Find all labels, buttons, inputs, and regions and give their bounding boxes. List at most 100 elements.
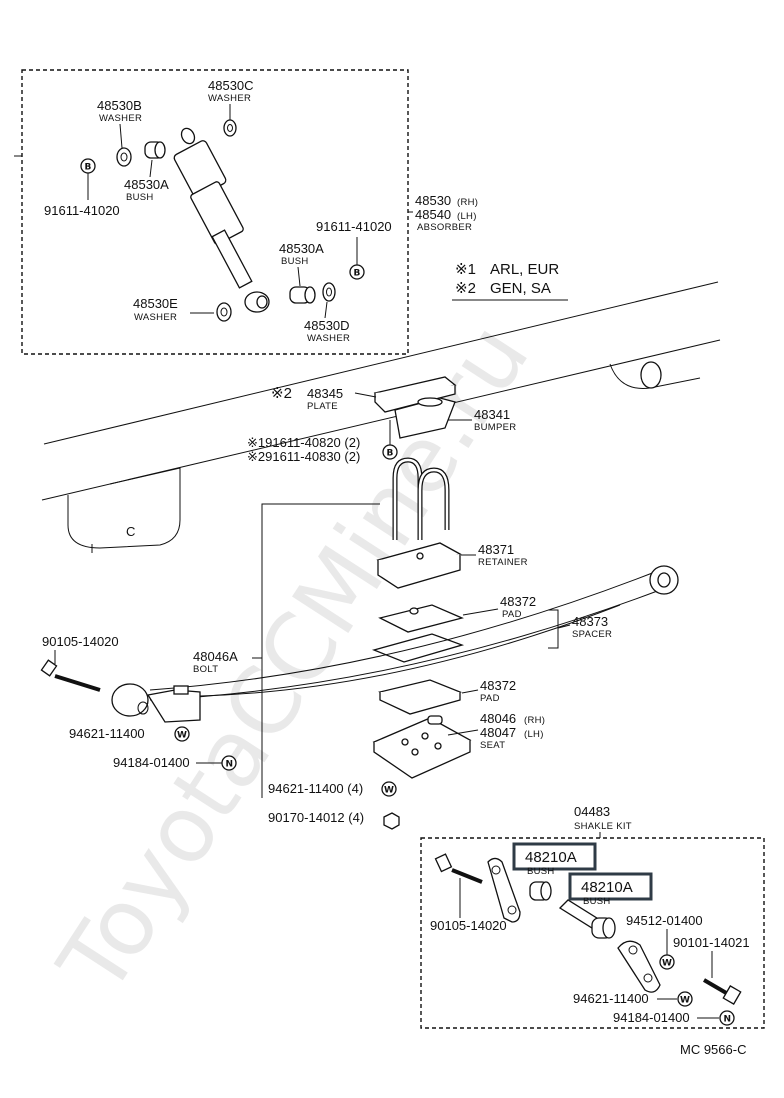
bush-48530a-bottom-shape <box>289 286 316 304</box>
svg-text:W: W <box>177 731 187 741</box>
label-90170-14012-4: 90170-14012 (4) <box>268 810 364 825</box>
shackle-bolt-90101-shape[interactable] <box>702 978 742 1005</box>
label-48540: 48540 <box>415 207 451 222</box>
label-bush-top: BUSH <box>126 192 154 203</box>
label-94184-01400-left: 94184-01400 <box>113 755 190 770</box>
label-94621-11400-kit: 94621-11400 <box>573 991 649 1006</box>
u-bolts[interactable] <box>392 457 450 540</box>
shackle-bush-2[interactable] <box>591 917 616 939</box>
svg-text:N: N <box>226 760 234 770</box>
label-48372-upper: 48372 <box>500 594 536 609</box>
label-48530a-top: 48530A <box>124 177 169 192</box>
spring-eye-front <box>111 683 201 723</box>
nut-symbol-left: N <box>221 755 237 771</box>
svg-text:W: W <box>680 996 690 1006</box>
legend-text-1: ARL, EUR <box>490 261 559 278</box>
label-48372-lower: 48372 <box>480 678 516 693</box>
washer-symbol-left: W <box>174 726 190 742</box>
bumper-48341-shape[interactable] <box>394 397 456 439</box>
nut-symbol-kit: N <box>719 1010 735 1026</box>
label-bolt: BOLT <box>193 664 218 675</box>
svg-text:(LH): (LH) <box>524 729 544 740</box>
legend-text-2: GEN, SA <box>490 280 551 297</box>
washer-symbol-4: W <box>381 781 397 797</box>
bolt-note-2: ※291611-40830 (2) <box>247 449 360 464</box>
washer-symbol-94621-kit: W <box>677 991 693 1007</box>
label-48530a-bottom: 48530A <box>279 241 324 256</box>
label-washer-d: WASHER <box>307 333 350 344</box>
svg-text:W: W <box>384 786 394 796</box>
svg-text:(RH): (RH) <box>524 715 545 726</box>
label-48530: 48530 <box>415 193 451 208</box>
label-pad-upper: PAD <box>502 609 522 620</box>
label-48210a-1: 48210A <box>525 849 577 866</box>
label-seat: SEAT <box>480 740 505 751</box>
nut-icon <box>383 812 400 830</box>
shackle-plate-right[interactable] <box>617 940 661 993</box>
label-48530b: 48530B <box>97 98 142 113</box>
front-bolt-shape[interactable] <box>40 659 101 692</box>
svg-text:N: N <box>724 1015 732 1025</box>
label-48530c: 48530C <box>208 78 254 93</box>
washer-48530c-shape <box>223 119 237 137</box>
svg-text:(RH): (RH) <box>457 197 478 208</box>
svg-text:B: B <box>85 163 92 173</box>
label-absorber: ABSORBER <box>417 222 472 233</box>
washer-symbol-94512: W <box>659 954 675 970</box>
svg-text:W: W <box>662 959 672 969</box>
label-retainer: RETAINER <box>478 557 528 568</box>
label-48345: 48345 <box>307 386 343 401</box>
washer-48530b-shape <box>116 147 132 167</box>
bush-callout-box-1 <box>512 842 597 871</box>
spacer-48373-shape[interactable] <box>371 633 465 663</box>
seat-shape[interactable] <box>372 715 472 779</box>
svg-text:(LH): (LH) <box>457 211 477 222</box>
label-bumper: BUMPER <box>474 422 516 433</box>
label-04483: 04483 <box>574 804 610 819</box>
label-91611-41020-left: 91611-41020 <box>44 203 120 218</box>
retainer-48371-shape[interactable] <box>376 542 462 589</box>
bolt-note-1: ※191611-40820 (2) <box>247 435 360 450</box>
plate-48345-shape[interactable] <box>373 376 457 413</box>
legend-mark-2: ※2 <box>455 280 476 297</box>
label-90101-14021: 90101-14021 <box>673 935 750 950</box>
label-48210a-2: 48210A <box>581 879 633 896</box>
svg-text:C: C <box>126 524 135 539</box>
label-48046: 48046 <box>480 711 516 726</box>
shackle-bush-1[interactable] <box>529 881 552 901</box>
footer-code: MC 9566-C <box>680 1042 746 1057</box>
label-94621-11400-left: 94621-11400 <box>69 726 145 741</box>
shackle-kit-box <box>420 837 765 1029</box>
label-94184-01400-kit: 94184-01400 <box>613 1010 690 1025</box>
svg-text:B: B <box>354 269 361 279</box>
pad-48372-upper-shape[interactable] <box>378 604 464 633</box>
label-48530d: 48530D <box>304 318 350 333</box>
label-bush-bottom: BUSH <box>281 256 309 267</box>
shackle-plate-left[interactable] <box>487 857 521 923</box>
svg-text:※2: ※2 <box>271 385 292 402</box>
label-91611-41020-right: 91611-41020 <box>316 219 392 234</box>
leaf-spring <box>149 565 679 701</box>
washer-48530e-shape <box>216 302 232 322</box>
label-washer-c: WASHER <box>208 93 251 104</box>
pad-48372-lower-shape[interactable] <box>378 679 463 715</box>
label-94621-11400-4: 94621-11400 (4) <box>268 781 363 796</box>
legend-mark-1: ※1 <box>455 261 476 278</box>
washer-48530d-shape <box>322 282 336 302</box>
label-48341: 48341 <box>474 407 510 422</box>
shock-absorber[interactable] <box>173 126 270 313</box>
bolt-symbol-left: B <box>80 158 96 174</box>
label-48530e: 48530E <box>133 296 178 311</box>
label-pad-lower: PAD <box>480 693 500 704</box>
label-spacer: SPACER <box>572 629 612 640</box>
bush-48530a-top-shape <box>144 141 166 159</box>
label-90105-14020: 90105-14020 <box>42 634 119 649</box>
label-48047: 48047 <box>480 725 516 740</box>
bush-callout-box-2 <box>568 872 653 901</box>
label-plate: PLATE <box>307 401 338 412</box>
shackle-bolt-shape[interactable] <box>434 853 483 884</box>
label-48371: 48371 <box>478 542 514 557</box>
svg-text:BUSH: BUSH <box>527 866 555 877</box>
vehicle-frame: C <box>41 281 721 553</box>
